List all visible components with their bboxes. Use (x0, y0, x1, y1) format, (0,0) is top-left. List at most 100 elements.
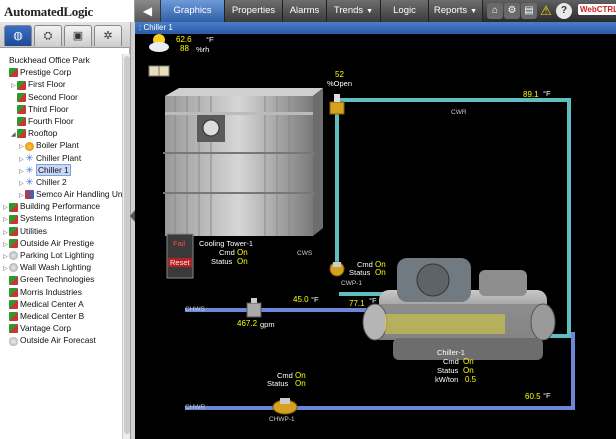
collapse-panel-icon[interactable] (130, 210, 135, 222)
tree-item[interactable]: ▷ Semco Air Handling Unit (0, 188, 127, 200)
chws-temp: 45.0 (293, 295, 309, 304)
tab-properties[interactable]: Properties (225, 0, 283, 22)
tree-item[interactable]: ▷Utilities (0, 225, 124, 237)
tree-item[interactable]: Vantage Corp (0, 322, 124, 334)
tree-item-label: Chiller 1 (36, 163, 71, 176)
cooling-tower-name: Cooling Tower-1 (199, 239, 254, 248)
expand-toggle-icon[interactable]: ▷ (19, 156, 24, 163)
ct-status-label: Status (211, 257, 233, 266)
tree-item[interactable]: Fourth Floor (0, 115, 124, 127)
config-icon[interactable]: ✲ (94, 25, 122, 46)
almanac-icon[interactable] (148, 65, 170, 77)
chevron-down-icon: ▼ (470, 8, 478, 15)
help-icon[interactable]: ? (556, 3, 572, 19)
expand-toggle-icon[interactable]: ▷ (19, 144, 24, 151)
panel-splitter[interactable] (130, 22, 135, 439)
tab-label: Reports (433, 5, 468, 16)
cwp-cmd-label: Cmd (357, 260, 373, 269)
cwp-cmd-value: On (375, 260, 386, 269)
tab-trends[interactable]: Trends▼ (327, 0, 381, 22)
chwp-status-value: On (295, 379, 306, 388)
tree-scrollbar[interactable] (122, 54, 130, 439)
equipment-icon[interactable]: ▣ (64, 25, 92, 46)
tab-alarms[interactable]: Alarms (283, 0, 327, 22)
chiller-kwton-label: kW/ton (435, 375, 459, 384)
grid-icon (9, 324, 18, 334)
expand-toggle-icon[interactable]: ▷ (19, 180, 24, 187)
expand-toggle-icon[interactable]: ▷ (19, 168, 24, 175)
tree-item-label: Outside Air Prestige (20, 237, 95, 248)
tree-item[interactable]: ▷✳Chiller 2 (0, 176, 124, 188)
grid-icon (9, 226, 18, 236)
cwr-temp: 89.1 (523, 90, 539, 99)
network-icon[interactable]: ⛭ (34, 25, 62, 46)
tree-item-label: Rooftop (28, 128, 58, 139)
expand-toggle-icon[interactable]: ▷ (19, 193, 24, 200)
cws-temp-unit: °F (369, 296, 377, 305)
grid-icon (17, 105, 26, 115)
tree-item[interactable]: ▷✳Chiller Plant (0, 152, 124, 164)
tree-item[interactable]: Buckhead Office Park (0, 54, 124, 66)
expand-toggle-icon[interactable]: ▷ (3, 229, 8, 236)
grid-icon (9, 68, 18, 78)
chwp-cmd-value: On (295, 371, 306, 380)
tree-item-label: Semco Air Handling Unit (36, 189, 127, 200)
grid-icon (17, 129, 26, 139)
grid-icon (9, 287, 18, 297)
expand-toggle-icon[interactable]: ▷ (3, 266, 8, 273)
chwr-pipe-label: CHWR (185, 404, 206, 411)
scrollbar-thumb[interactable] (124, 56, 130, 434)
tree-item[interactable]: Medical Center A (0, 298, 124, 310)
tree-item[interactable]: ▷ Outside Air Prestige (0, 237, 124, 249)
print-icon[interactable]: ▤ (521, 3, 537, 19)
tree-item[interactable]: ▷Systems Integration (0, 212, 124, 224)
chiller-status-label: Status (437, 366, 459, 375)
tree-item[interactable]: ▷✳Chiller 1 (0, 163, 124, 176)
tree-item[interactable]: ◢ Rooftop (0, 127, 124, 139)
warning-icon[interactable]: ⚠ (540, 3, 552, 18)
back-button[interactable]: ◀ (135, 0, 161, 22)
expand-toggle-icon[interactable]: ▷ (3, 254, 8, 260)
tree-item[interactable]: Medical Center B (0, 310, 124, 322)
expand-toggle-icon[interactable]: ◢ (11, 132, 16, 139)
tree-item[interactable]: ▷Building Performance (0, 200, 124, 212)
tree-item[interactable]: Prestige Corp (0, 66, 124, 78)
home-icon[interactable]: ⌂ (487, 3, 503, 19)
reset-button[interactable]: Reset (168, 258, 192, 267)
tab-logic[interactable]: Logic (381, 0, 429, 22)
outside-air-temp-unit: °F (206, 35, 214, 44)
tree-item[interactable]: Morris Industries (0, 286, 124, 298)
expand-toggle-icon[interactable]: ▷ (3, 217, 8, 224)
cws-pipe-label: CWS (297, 250, 313, 257)
tree-item[interactable]: ▷Parking Lot Lighting (0, 249, 124, 261)
tree-item[interactable]: Second Floor (0, 91, 124, 103)
graphics-view: : Chiller 1 (135, 22, 616, 439)
condenser-pump (329, 261, 345, 277)
tree-item[interactable]: Outside Air Forecast (0, 334, 124, 346)
flow-meter (246, 298, 262, 318)
grid-icon (9, 239, 18, 249)
chiller-unit (362, 258, 556, 360)
flow-unit: gpm (260, 320, 275, 329)
tree-item[interactable]: ▷Wall Wash Lighting (0, 261, 124, 273)
tree-item[interactable]: ▷First Floor (0, 78, 124, 90)
tree-item-label: Medical Center A (20, 298, 84, 309)
tree-item-label: Outside Air Forecast (20, 335, 96, 346)
cooling-tower (163, 88, 323, 236)
tab-graphics[interactable]: Graphics (161, 0, 225, 22)
tree-item[interactable]: ▷Boiler Plant (0, 139, 124, 151)
tree-item[interactable]: Green Technologies (0, 273, 124, 285)
expand-toggle-icon[interactable]: ▷ (3, 241, 8, 248)
ct-cmd-value: On (237, 248, 248, 257)
tab-reports[interactable]: Reports▼ (429, 0, 483, 22)
fail-indicator: Fail (173, 239, 186, 248)
top-navigation-bar: AutomatedLogic ◀ Graphics Properties Ala… (0, 0, 616, 22)
chiller-cmd-value: On (463, 357, 474, 366)
tree-item[interactable]: Third Floor (0, 103, 124, 115)
expand-toggle-icon[interactable]: ▷ (11, 83, 16, 90)
cloud-icon (9, 336, 18, 346)
chwp-tag: CHWP-1 (269, 416, 295, 423)
geographic-tree-icon[interactable]: ◍ (4, 25, 32, 46)
expand-toggle-icon[interactable]: ▷ (3, 205, 8, 212)
settings-icon[interactable]: ⚙ (504, 3, 520, 19)
